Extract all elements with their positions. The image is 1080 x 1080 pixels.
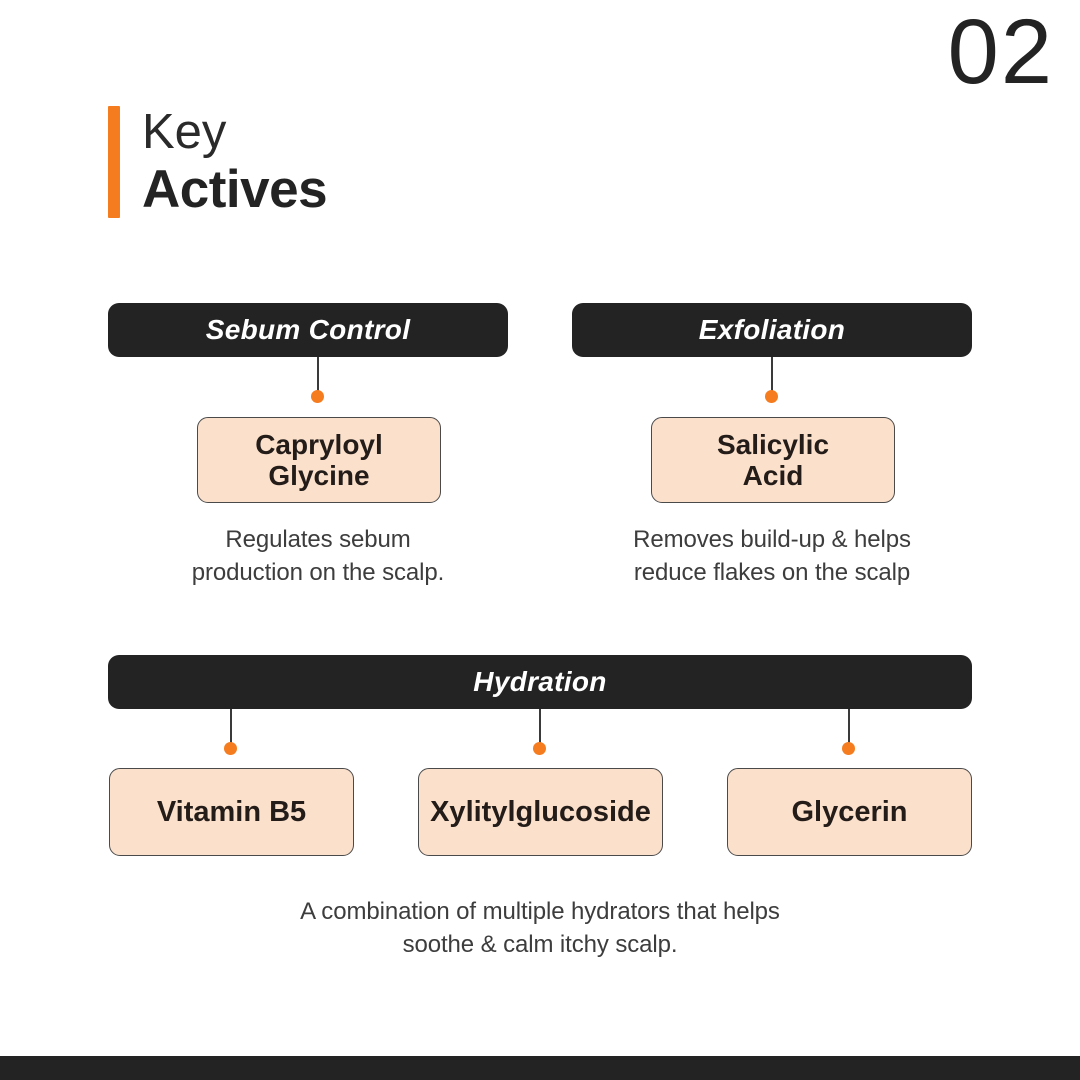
category-bar-hydration[interactable]: Hydration [108, 655, 972, 709]
page-number: 02 [947, 1, 1054, 103]
page-title-text: Key Actives [142, 105, 328, 219]
category-bar-exfoliation[interactable]: Exfoliation [572, 303, 972, 357]
page-title-line-1: Key [142, 105, 227, 159]
description-line-2: soothe & calm itchy scalp. [402, 930, 678, 958]
description-line-1: A combination of multiple hydrators that… [300, 898, 780, 925]
ingredient-label-line-2: Acid [742, 460, 804, 491]
ingredient-label-capryloyl-glycine: Capryloyl Glycine [255, 429, 383, 492]
connector-line-vitamin-b5 [230, 709, 232, 751]
connector-line-xylitylglucoside [539, 709, 541, 751]
page-title-line-2: Actives [142, 159, 328, 219]
ingredient-label-salicylic-acid: Salicylic Acid [717, 429, 829, 492]
ingredient-box-vitamin-b5[interactable]: Vitamin B5 [109, 768, 354, 856]
connector-line-glycerin [848, 709, 850, 751]
connector-dot-xylitylglucoside [533, 742, 546, 755]
description-exfoliation: Removes build-up & helps reduce flakes o… [591, 524, 953, 589]
connector-dot-vitamin-b5 [224, 742, 237, 755]
ingredient-box-glycerin[interactable]: Glycerin [727, 768, 972, 856]
description-line-2: reduce flakes on the scalp [633, 558, 911, 586]
connector-line-sebum-control [317, 357, 319, 402]
description-line-2: production on the scalp. [191, 558, 445, 586]
description-line-1: Regulates sebum [225, 526, 411, 553]
description-line-1: Removes build-up & helps [633, 526, 911, 553]
footer-bar [0, 1056, 1080, 1080]
description-hydration: A combination of multiple hydrators that… [190, 896, 890, 961]
category-bar-sebum-control[interactable]: Sebum Control [108, 303, 508, 357]
page-title: Key Actives [108, 105, 328, 219]
accent-bar-icon [108, 106, 120, 219]
description-sebum-control: Regulates sebum production on the scalp. [137, 524, 499, 589]
ingredient-box-salicylic-acid[interactable]: Salicylic Acid [651, 417, 895, 503]
connector-dot-exfoliation [765, 390, 778, 403]
ingredient-label-line-1: Capryloyl [255, 428, 383, 460]
ingredient-box-xylitylglucoside[interactable]: Xylitylglucoside [418, 768, 663, 856]
ingredient-label-line-2: Glycine [268, 460, 370, 491]
ingredient-label-line-1: Salicylic [716, 428, 830, 460]
connector-line-exfoliation [771, 357, 773, 402]
connector-dot-sebum-control [311, 390, 324, 403]
connector-dot-glycerin [842, 742, 855, 755]
ingredient-box-capryloyl-glycine[interactable]: Capryloyl Glycine [197, 417, 441, 503]
